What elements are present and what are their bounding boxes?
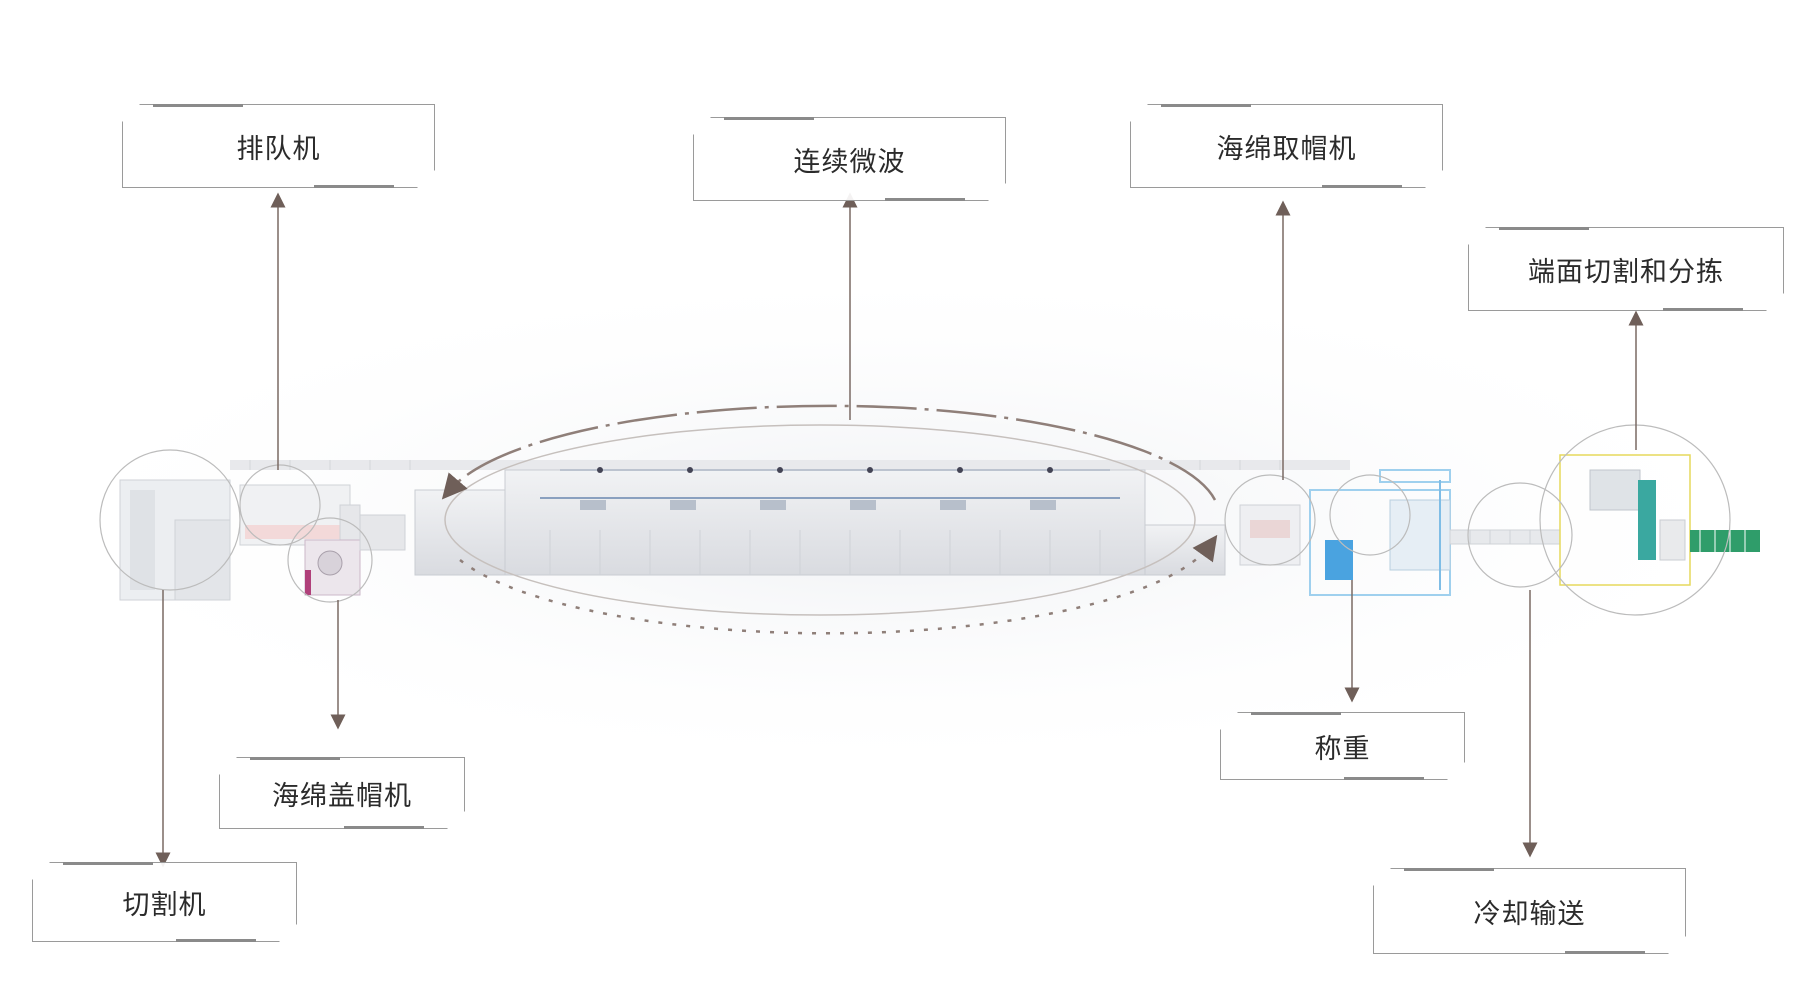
label-cooling-conveyor: 冷却输送 (1373, 868, 1686, 954)
continuous-microwave-oven (414, 467, 1226, 576)
weighing-station (1309, 469, 1451, 596)
label-weighing-text: 称重 (1314, 733, 1371, 765)
label-sponge-cap-cover-text: 海绵盖帽机 (272, 780, 412, 812)
label-weighing: 称重 (1220, 712, 1465, 780)
rail-ticks (249, 460, 1281, 470)
label-cooling-conveyor-text: 冷却输送 (1473, 898, 1586, 930)
cooling-conveyor (1449, 529, 1561, 545)
label-end-cut-sort-text: 端面切割和分拣 (1528, 256, 1724, 288)
label-queue-machine: 排队机 (122, 104, 435, 188)
label-sponge-cap-removal: 海绵取帽机 (1130, 104, 1443, 188)
sponge-cap-cover-machine (304, 514, 406, 596)
label-end-cut-sort: 端面切割和分拣 (1468, 227, 1784, 311)
focus-circles (99, 424, 1731, 616)
cutter-machine (119, 479, 231, 601)
label-sponge-cap-cover: 海绵盖帽机 (219, 757, 465, 829)
label-continuous-microwave: 连续微波 (693, 117, 1006, 201)
end-cut-sort-cell (1559, 454, 1760, 586)
oven-orbit (441, 404, 1218, 635)
label-queue-machine-text: 排队机 (236, 133, 321, 165)
sponge-cap-removal-machine (1239, 504, 1301, 566)
overhead-rail (230, 460, 1350, 470)
label-sponge-cap-removal-text: 海绵取帽机 (1216, 133, 1357, 165)
leader-lines (155, 192, 1644, 868)
label-cutter: 切割机 (32, 862, 297, 942)
label-cutter-text: 切割机 (122, 889, 207, 921)
label-continuous-microwave-text: 连续微波 (793, 146, 906, 178)
